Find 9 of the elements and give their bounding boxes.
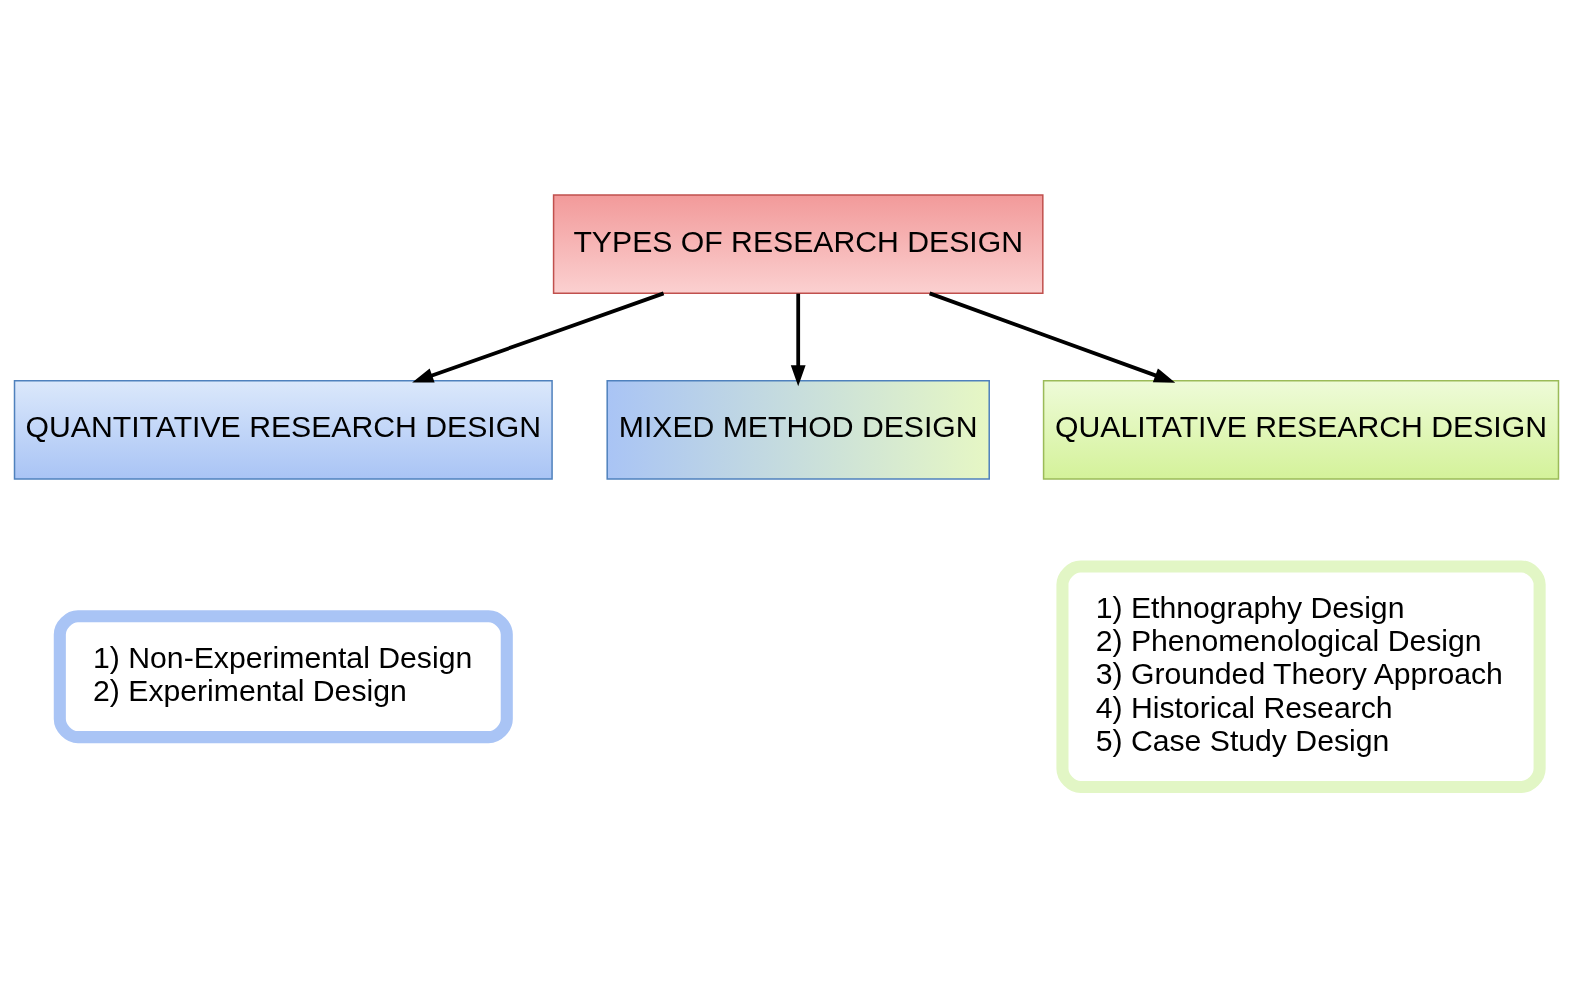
arrow: [790, 293, 806, 386]
arrow: [929, 291, 1176, 383]
node-box: TYPES OF RESEARCH DESIGN: [552, 193, 1044, 294]
arrow: [412, 291, 665, 383]
node-box: QUALITATIVE RESEARCH DESIGN: [1042, 379, 1560, 480]
node-box: 1) Ethnography Design 2) Phenomenological Design 3) Grounded Theory Approach 4) Historical Research 5) Case Study Design: [1056, 559, 1546, 793]
node-box: MIXED METHOD DESIGN: [606, 379, 990, 480]
node-box: QUANTITATIVE RESEARCH DESIGN: [13, 379, 553, 480]
node-box: 1) Non-Experimental Design 2) Experimental Design: [53, 609, 513, 743]
